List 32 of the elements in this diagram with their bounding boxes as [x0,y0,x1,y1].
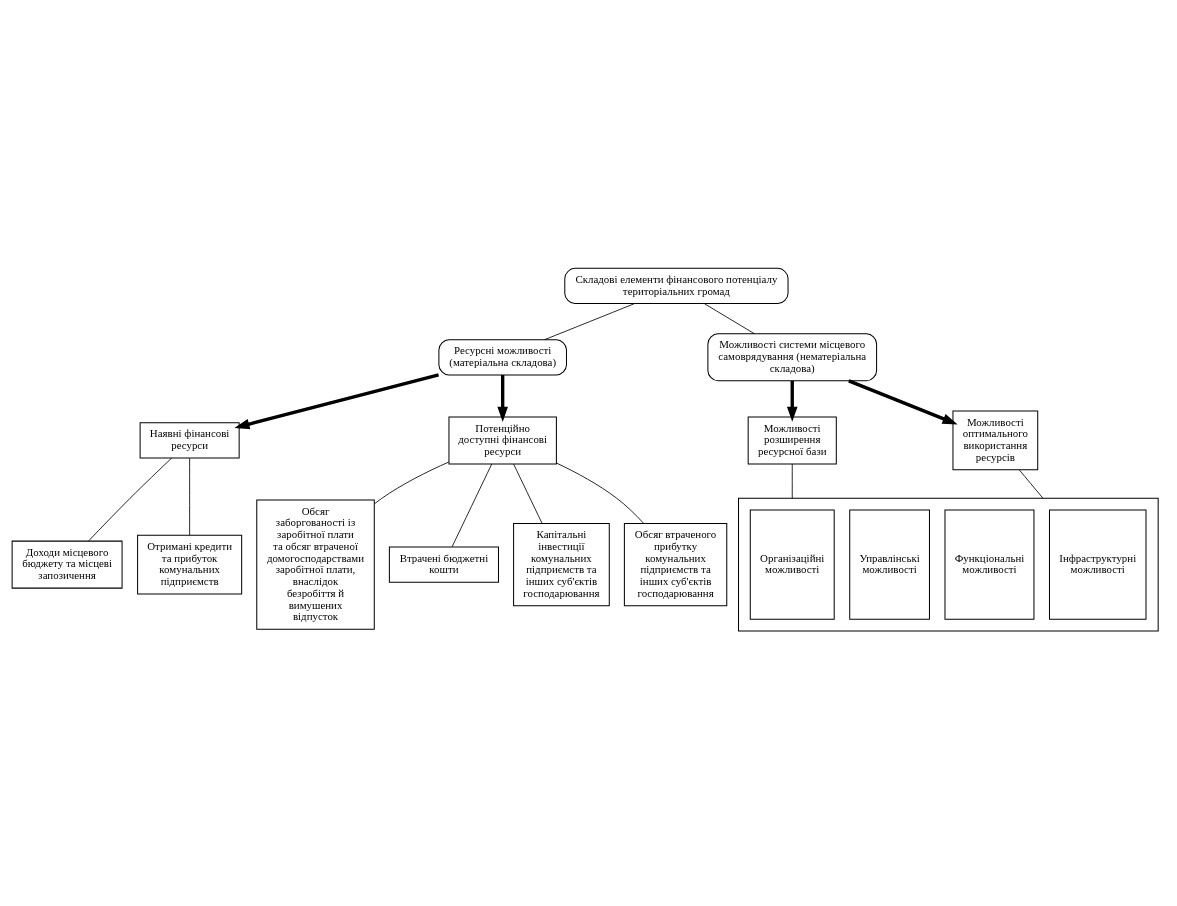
connector [451,463,493,548]
connector [373,461,450,505]
node-box: Обсяг заборгованості із заробітної плати та обсяг втраченої домогосподарствами заробітної плати, внаслідок безробіття й вимушених відпусток [256,499,375,630]
connector [513,463,543,524]
connector [556,462,644,524]
node-box: Наявні фінансові ресурси [139,422,240,459]
node-box: Капітальні інвестиції комунальних підприємств та інших суб'єктів господарювання [513,523,610,607]
connector [704,303,755,335]
connector [1018,469,1044,499]
connector [544,303,635,341]
arrow [848,379,958,425]
cluster [738,497,1159,632]
node-box: Можливості оптимального використання ресурсів [952,410,1039,471]
connector [189,457,191,536]
connector [88,457,173,542]
node-box: Потенційно доступні фінансові ресурси [448,416,557,465]
node-box: Обсяг втраченого прибутку комунальних підприємств та інших суб'єктів господарювання [623,523,728,607]
node-box: Складові елементи фінансового потенціалу територіальних громад [564,267,789,305]
node-box: Можливості системи місцевого самоврядування (нематеріальна складова) [707,333,878,382]
node-box: Ресурсні можливості (матеріальна складова) [438,339,567,376]
arrow [497,375,508,422]
arrow [786,380,798,422]
arrow [234,373,439,430]
node-box: Управлінські можливості [849,509,930,620]
node-box: Інфраструктурні можливості [1048,509,1147,620]
node-box: Отримані кредити та прибуток комунальних підприємств [137,534,243,595]
node-box: Організаційні можливості [749,509,835,620]
connector [791,463,793,499]
node-box: Втрачені бюджетні кошти [388,546,499,583]
node-box: Можливості розширення ресурсної бази [747,416,837,465]
node-box: Функціональні можливості [944,509,1035,620]
node-box: Доходи місцевого бюджету та місцеві запозичення [11,540,123,589]
